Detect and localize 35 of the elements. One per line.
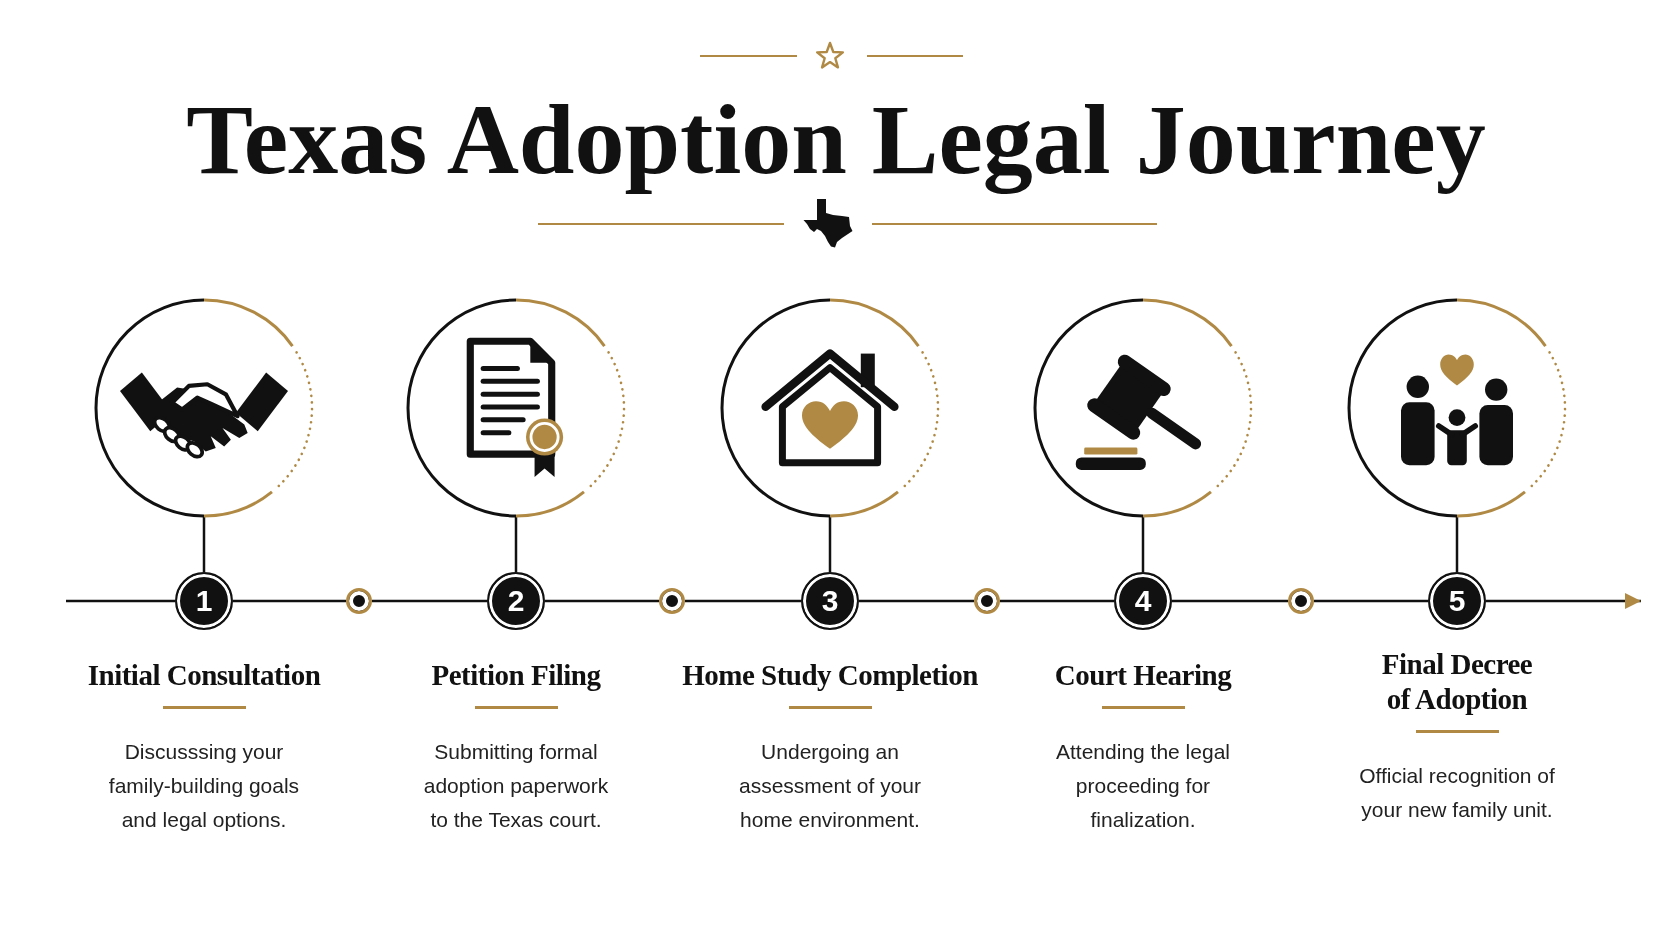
connector-line bbox=[1455, 516, 1459, 572]
step-number-badge: 1 bbox=[175, 572, 233, 630]
connector-line bbox=[828, 516, 832, 572]
step-title: Initial Consultation bbox=[87, 658, 321, 693]
step-title: Court Hearing bbox=[1054, 658, 1232, 693]
step-number-badge: 2 bbox=[487, 572, 545, 630]
connector-line bbox=[66, 599, 175, 603]
connector-line bbox=[1172, 599, 1288, 603]
step-description: Official recognition of your new family unit. bbox=[1358, 763, 1556, 823]
connector-line bbox=[514, 516, 518, 572]
connector-line bbox=[372, 599, 487, 603]
connector-line bbox=[233, 599, 346, 603]
title: Texas Adoption Legal Journey bbox=[186, 83, 1486, 197]
step-description: Undergoing an assessment of your home environment. bbox=[737, 739, 923, 833]
arrow bbox=[1486, 593, 1641, 609]
step-description: Attending the legal proceeding for finalization. bbox=[1055, 739, 1231, 833]
connector-line bbox=[1000, 599, 1114, 603]
step-description: Submitting formal adoption paperwork to the Texas court. bbox=[422, 739, 610, 833]
timeline-dot-icon bbox=[1288, 588, 1314, 614]
connector-line bbox=[545, 599, 659, 603]
step-number-badge: 5 bbox=[1428, 572, 1486, 630]
connector-line bbox=[1314, 599, 1428, 603]
step-title: Petition Filing bbox=[431, 658, 601, 693]
step-title: Final Decree of Adoption bbox=[1380, 647, 1534, 717]
connector-line bbox=[202, 516, 206, 572]
timeline-dot-icon bbox=[346, 588, 372, 614]
connector-line bbox=[859, 599, 974, 603]
step-number-badge: 3 bbox=[801, 572, 859, 630]
step-number-badge: 4 bbox=[1114, 572, 1172, 630]
connector-line bbox=[1141, 516, 1145, 572]
timeline-dot-icon bbox=[974, 588, 1000, 614]
connector-line bbox=[685, 599, 801, 603]
step-title: Home Study Completion bbox=[682, 658, 978, 693]
step-description: Discusssing your family-building goals and legal options. bbox=[107, 739, 301, 833]
timeline-dot-icon bbox=[659, 588, 685, 614]
